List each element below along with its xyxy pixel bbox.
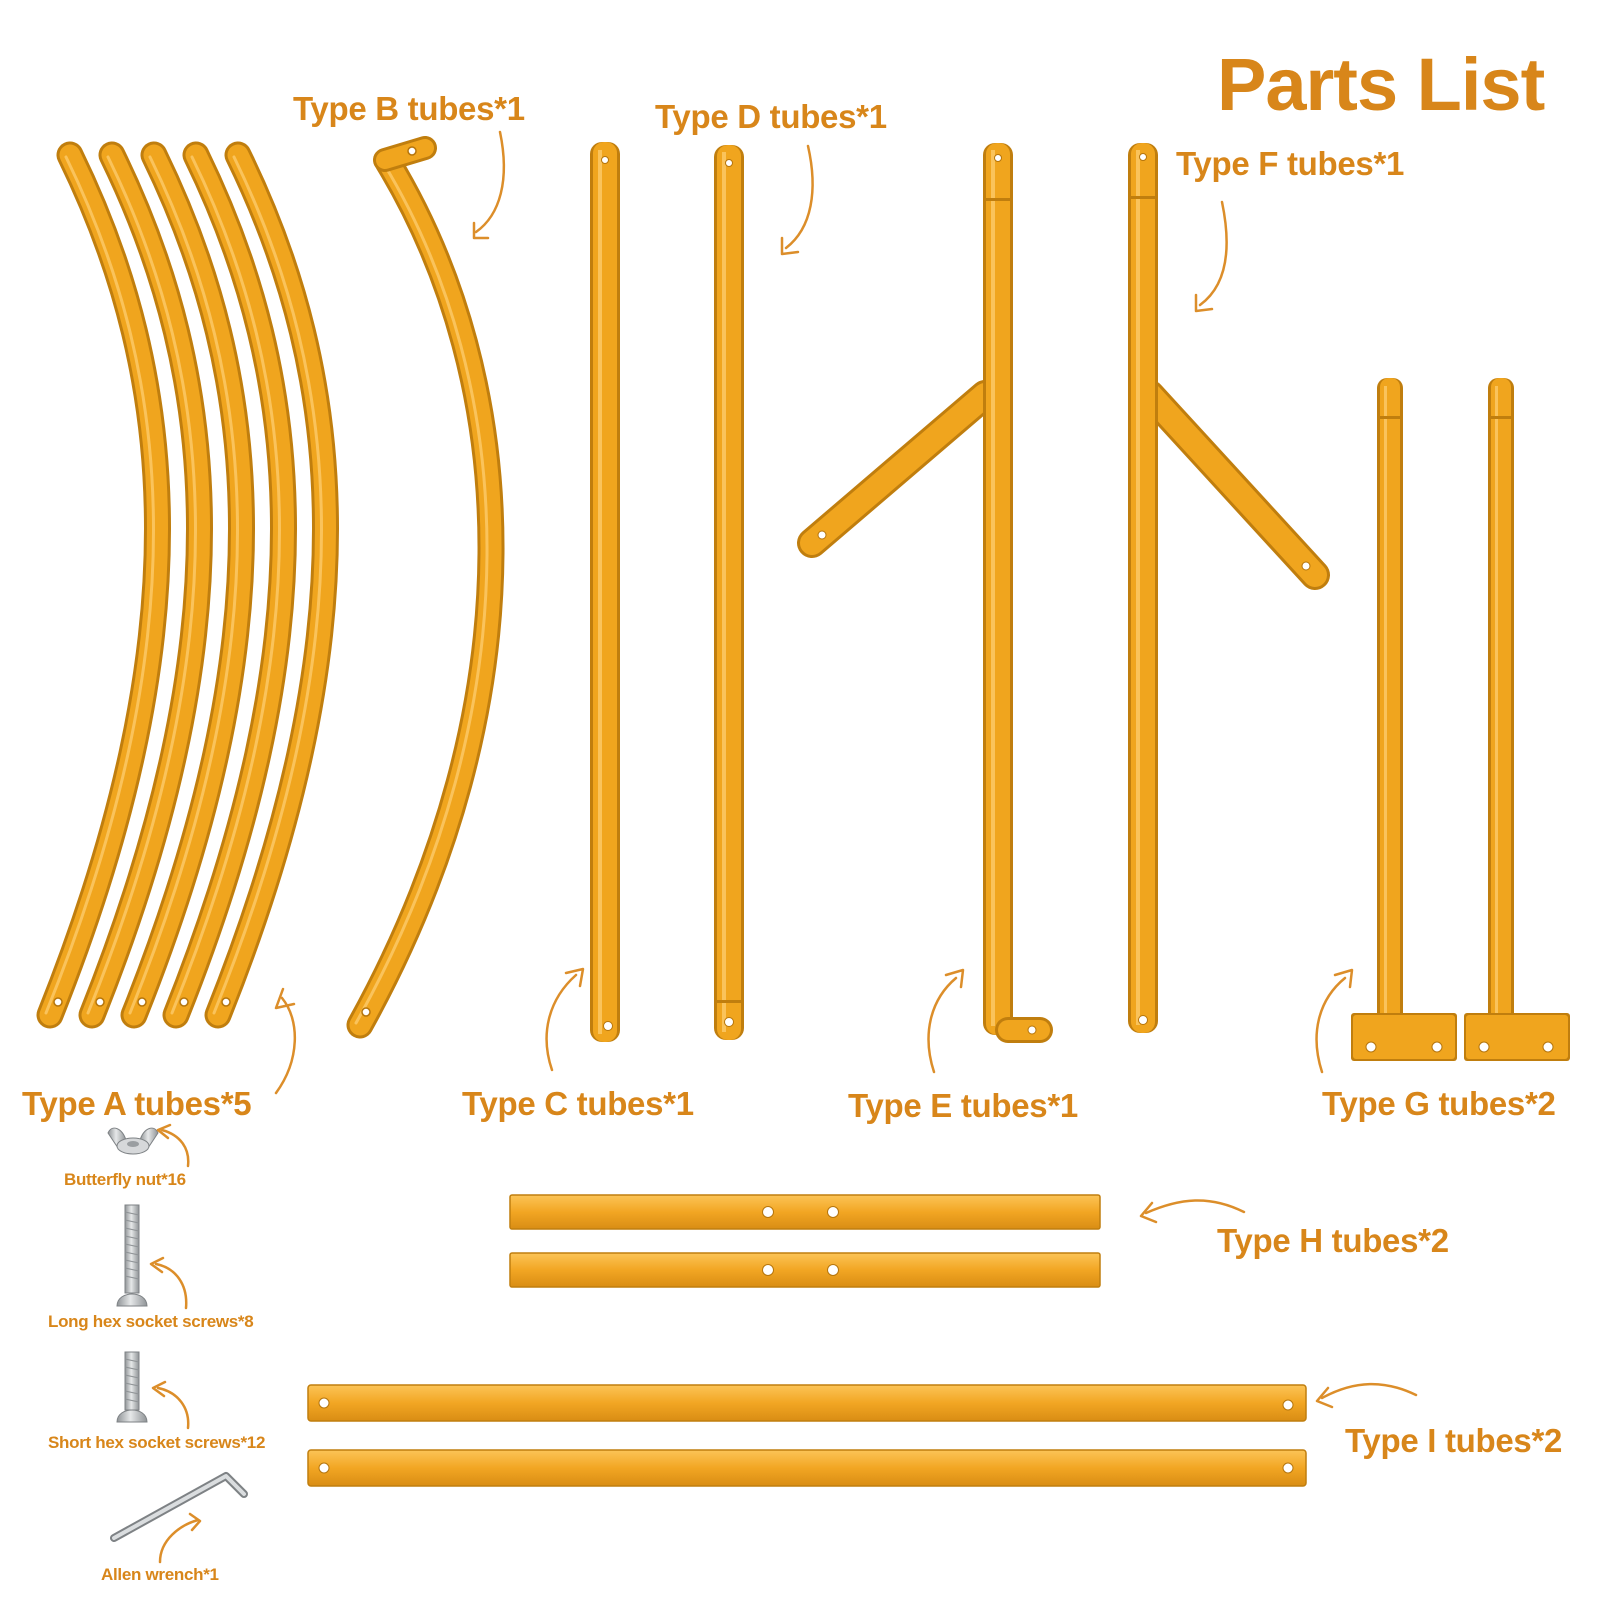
arrow-type-b <box>474 130 506 234</box>
type-f-tube <box>1128 143 1330 1033</box>
label-type-d: Type D tubes*1 <box>655 98 887 135</box>
arrow-butterfly-nut <box>160 1128 190 1168</box>
label-type-c: Type C tubes*1 <box>462 1085 694 1122</box>
arrow-type-f <box>1198 200 1228 307</box>
type-a-tube-5 <box>204 141 339 1029</box>
type-h-tube-1 <box>509 1194 1101 1230</box>
type-g-tube-2 <box>1464 378 1570 1061</box>
type-i-tube-2 <box>307 1449 1307 1487</box>
hex-screw-icon <box>116 1204 148 1307</box>
label-long-screws: Long hex socket screws*8 <box>48 1312 254 1331</box>
arrow-long-screws <box>154 1262 188 1310</box>
allen-key-icon <box>110 1472 248 1542</box>
type-a-tube-4 <box>162 141 297 1029</box>
label-type-g: Type G tubes*2 <box>1322 1085 1556 1122</box>
label-short-screws: Short hex socket screws*12 <box>48 1433 266 1452</box>
type-e-tube <box>797 143 1053 1043</box>
arrow-type-a <box>274 996 297 1095</box>
type-h-tubes <box>509 1194 1101 1288</box>
arrow-type-c <box>545 973 578 1072</box>
type-g-tube-1 <box>1351 378 1457 1061</box>
arrow-type-g <box>1315 976 1347 1074</box>
arrow-type-e <box>927 976 958 1074</box>
type-a-tube-1 <box>36 141 171 1029</box>
arrow-type-d <box>784 144 814 250</box>
page-title: Parts List <box>1217 43 1545 126</box>
type-g-tubes <box>1351 378 1570 1061</box>
arrow-allen-wrench <box>158 1518 200 1564</box>
pointer-arrows <box>149 130 1418 1564</box>
label-type-a: Type A tubes*5 <box>22 1085 252 1122</box>
type-i-tubes <box>307 1384 1307 1487</box>
type-a-tube-2 <box>78 141 213 1029</box>
label-type-b: Type B tubes*1 <box>293 90 525 127</box>
type-d-tube <box>714 145 744 1040</box>
type-i-tube-1 <box>307 1384 1307 1422</box>
type-h-tube-2 <box>509 1252 1101 1288</box>
label-butterfly-nut: Butterfly nut*16 <box>64 1170 186 1189</box>
label-type-e: Type E tubes*1 <box>848 1087 1078 1124</box>
wing-nut-icon <box>107 1127 159 1155</box>
type-a-tube-3 <box>120 141 255 1029</box>
label-type-h: Type H tubes*2 <box>1217 1222 1449 1259</box>
type-a-tubes <box>36 141 339 1029</box>
type-c-tube <box>590 142 620 1042</box>
label-type-f: Type F tubes*1 <box>1176 145 1405 182</box>
type-b-tube <box>346 136 505 1039</box>
label-allen-wrench: Allen wrench*1 <box>101 1565 219 1584</box>
arrow-short-screws <box>156 1386 190 1430</box>
arrow-type-h <box>1144 1199 1246 1215</box>
hex-screw-icon <box>116 1351 148 1423</box>
label-type-i: Type I tubes*2 <box>1345 1422 1563 1459</box>
arrow-type-i <box>1320 1382 1418 1400</box>
